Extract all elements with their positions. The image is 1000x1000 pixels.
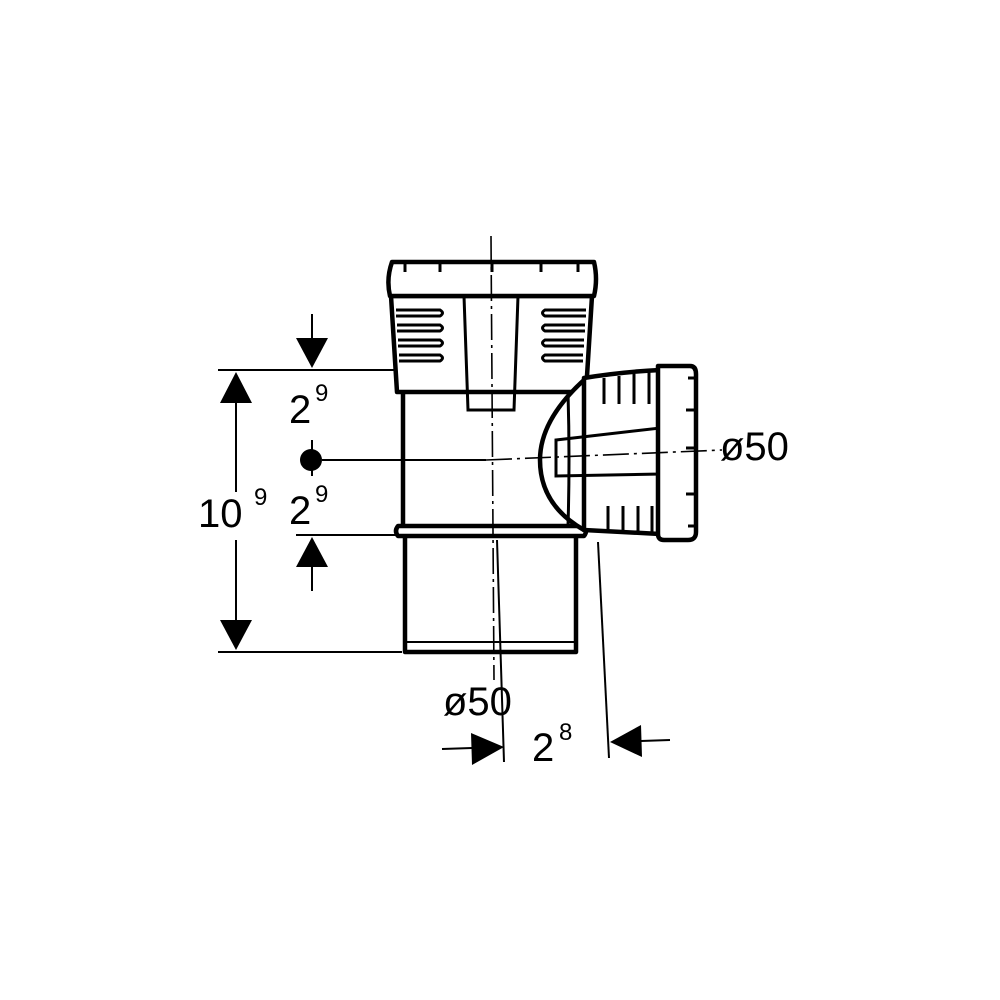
lower-offset-value: 2: [289, 489, 311, 533]
dimension-branch-offset: 2 8: [441, 539, 671, 770]
main-diameter-label: ø50: [443, 680, 512, 724]
arrow-down-icon: [296, 338, 328, 368]
main-pipe-body: [393, 375, 589, 655]
upper-offset-superscript: 9: [315, 380, 328, 407]
dimension-branch-axis-offset: 2 9 2 9: [289, 314, 486, 591]
total-height-superscript: 9: [254, 484, 267, 511]
reference-point-marker: [300, 449, 322, 471]
dimension-total-height: 10 9: [198, 369, 402, 653]
branch-offset-value: 2: [532, 726, 554, 770]
arrow-right-icon: [471, 733, 504, 765]
upper-offset-value: 2: [289, 388, 311, 432]
branch-diameter-label: ø50: [720, 425, 789, 469]
arrow-down-icon: [220, 620, 252, 650]
lower-offset-superscript: 9: [315, 481, 328, 508]
branch-socket: [537, 363, 699, 543]
arrow-up-icon: [220, 372, 252, 403]
arrow-up-icon: [296, 537, 328, 567]
branch-offset-superscript: 8: [559, 719, 572, 746]
total-height-value: 10: [198, 492, 243, 536]
arrow-left-icon: [610, 725, 642, 757]
centerlines: [485, 235, 723, 681]
